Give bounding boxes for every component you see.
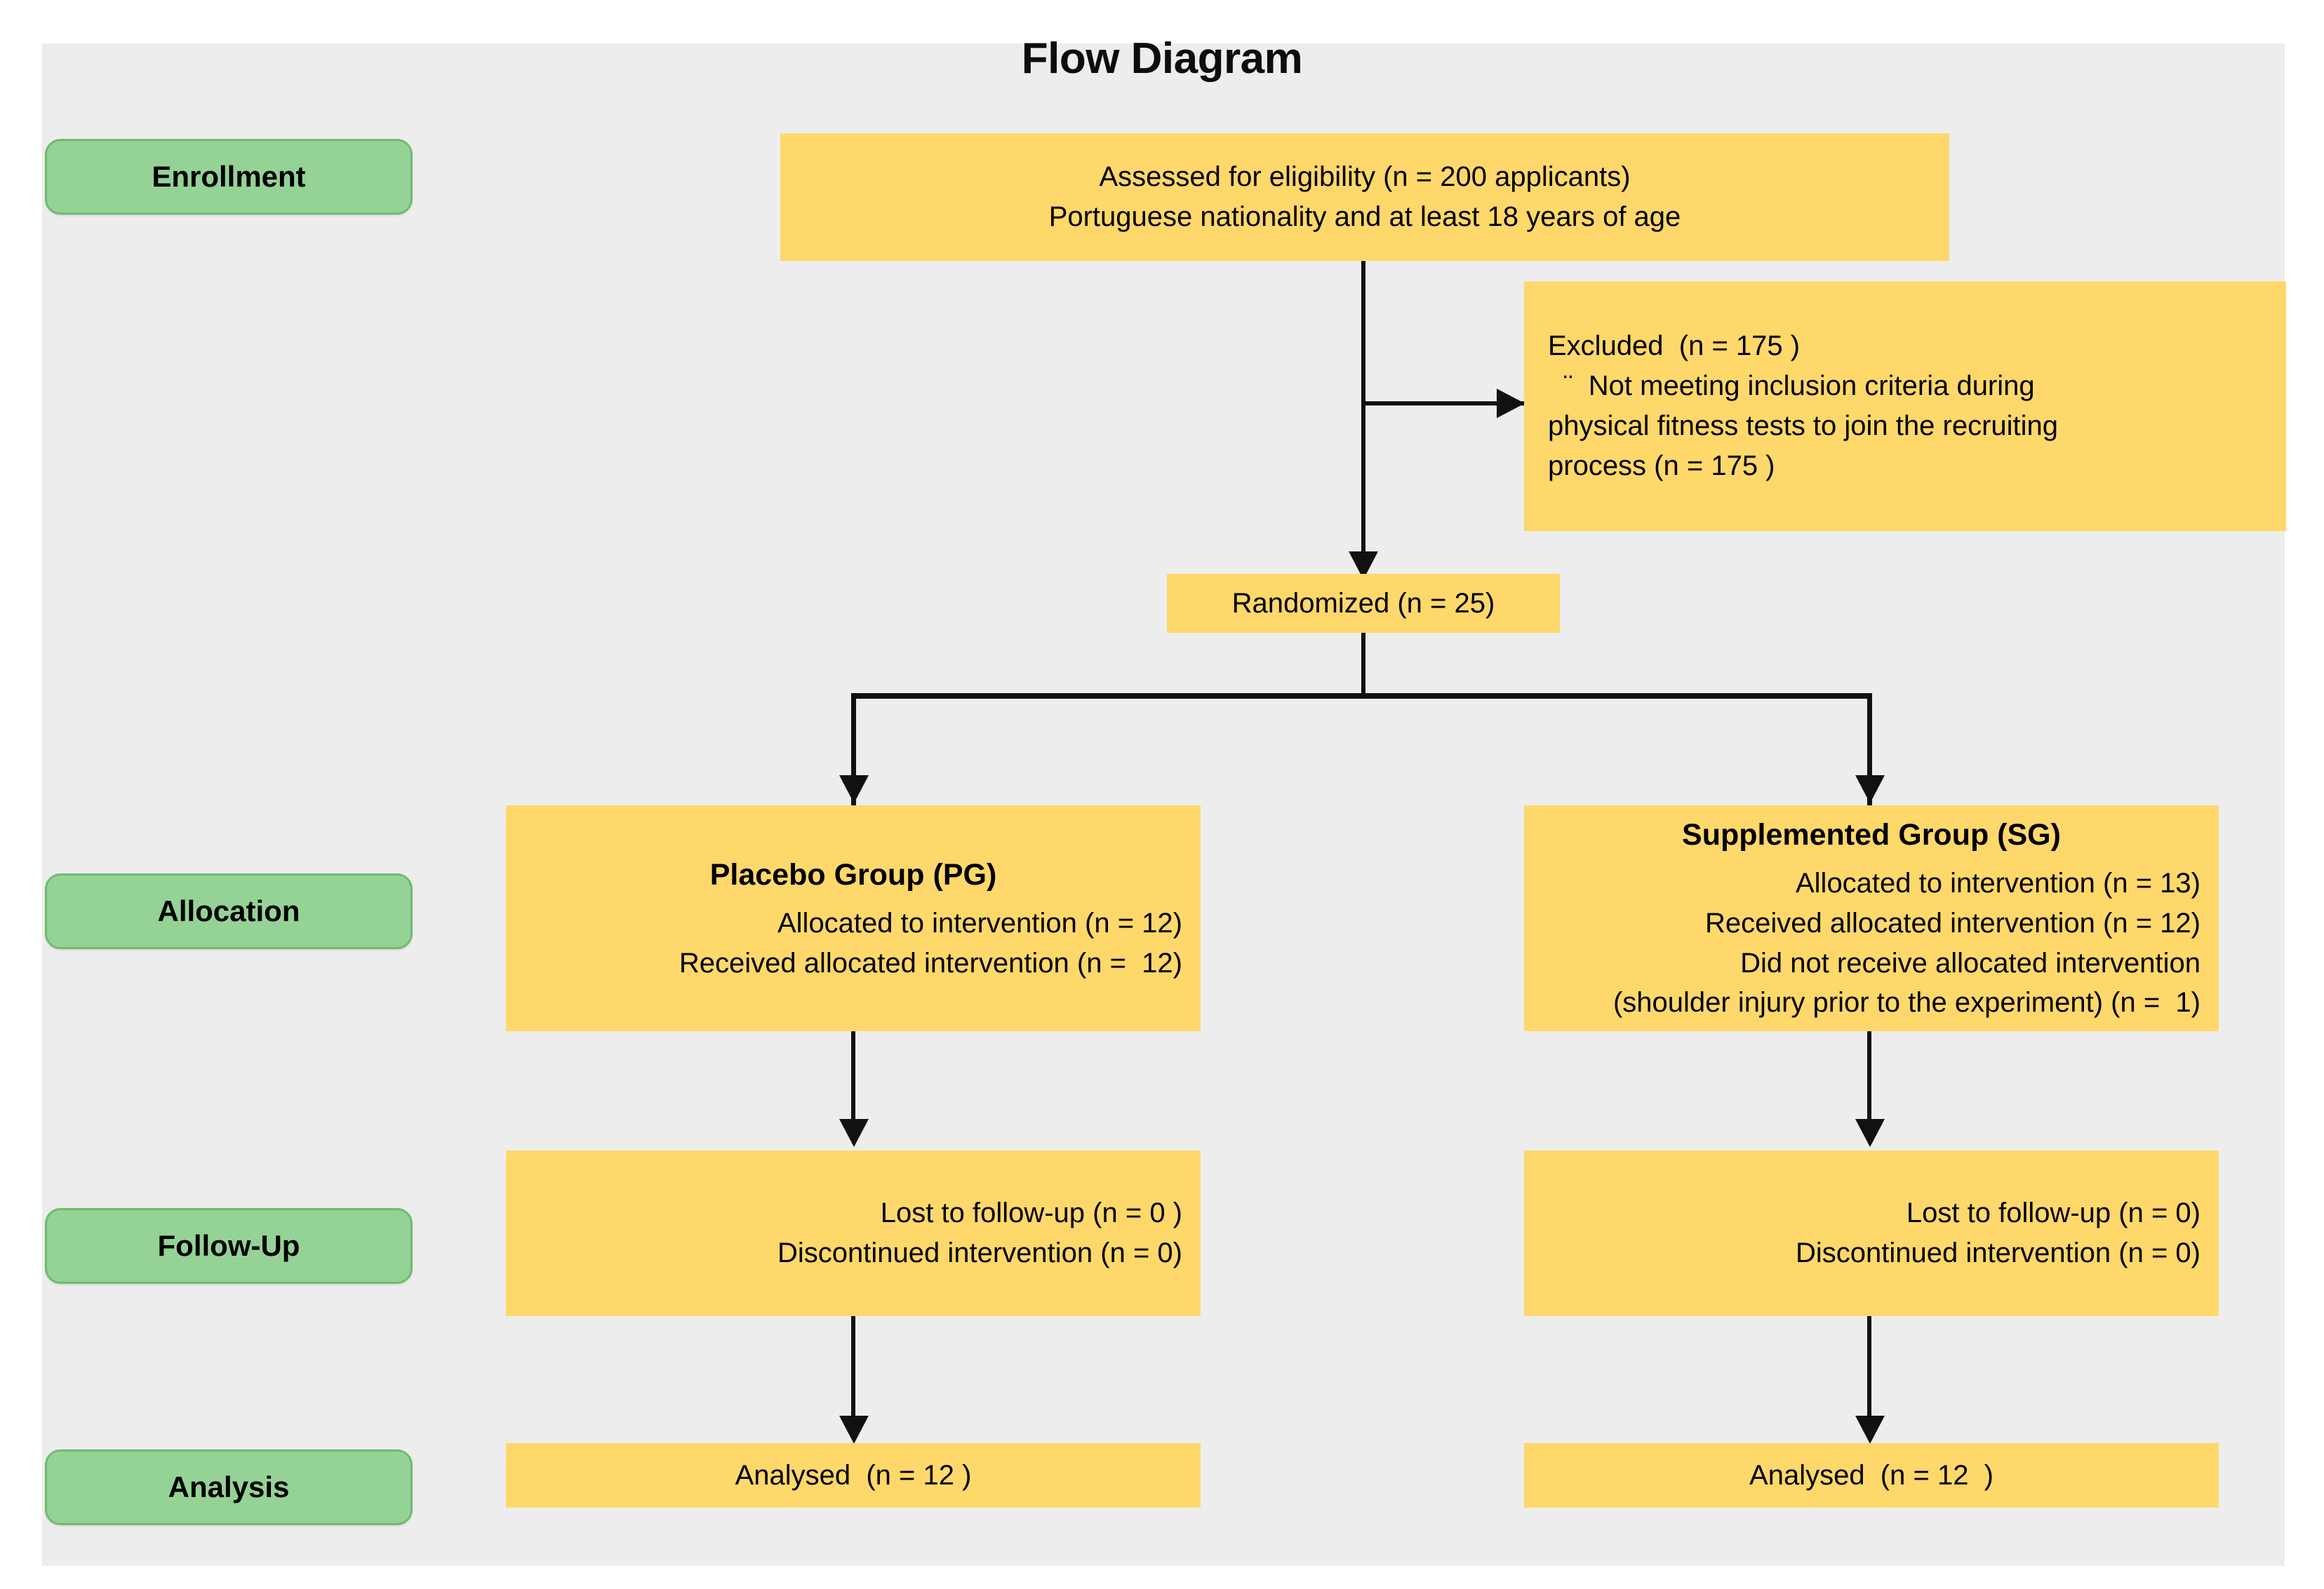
arrow-supp-alloc-to-followup bbox=[1855, 1119, 1885, 1147]
box-line: Allocated to intervention (n = 13) bbox=[1795, 867, 2201, 899]
box-line: Assessed for eligibility (n = 200 applic… bbox=[1099, 161, 1631, 193]
connector-excluded-branch bbox=[1363, 401, 1526, 405]
connector-left-branch bbox=[851, 693, 856, 805]
connector-placebo-alloc-to-followup bbox=[851, 1031, 855, 1122]
box-randomized: Randomized (n = 25) bbox=[1167, 574, 1560, 633]
connector-split-horizontal bbox=[851, 693, 1872, 699]
connector-randomized-down bbox=[1361, 633, 1365, 696]
box-supplemented-followup: Lost to follow-up (n = 0) Discontinued i… bbox=[1524, 1151, 2219, 1316]
arrow-placebo-followup-to-analysis bbox=[839, 1416, 869, 1444]
box-line: Did not receive allocated intervention bbox=[1740, 947, 2201, 979]
box-assessed-for-eligibility: Assessed for eligibility (n = 200 applic… bbox=[780, 133, 1949, 261]
arrow-to-placebo-group bbox=[839, 775, 869, 803]
box-line: Lost to follow-up (n = 0) bbox=[1906, 1198, 2201, 1229]
box-supplemented-analysis: Analysed (n = 12 ) bbox=[1524, 1443, 2219, 1508]
box-line: Received allocated intervention (n = 12) bbox=[1705, 907, 2201, 939]
page-title: Flow Diagram bbox=[1021, 34, 1303, 83]
box-line: Discontinued intervention (n = 0) bbox=[777, 1238, 1182, 1268]
box-line: Excluded (n = 175 ) bbox=[1548, 330, 1801, 362]
connector-supp-followup-to-analysis bbox=[1867, 1315, 1871, 1419]
box-line: ¨ Not meeting inclusion criteria during bbox=[1548, 370, 2035, 402]
arrow-placebo-alloc-to-followup bbox=[839, 1119, 869, 1147]
connector-assessed-spine bbox=[1361, 260, 1365, 555]
box-line: (shoulder injury prior to the experiment… bbox=[1612, 987, 2201, 1019]
stage-label-allocation: Allocation bbox=[45, 873, 413, 949]
box-line: Allocated to intervention (n = 12) bbox=[777, 907, 1182, 939]
box-line: Analysed (n = 12 ) bbox=[1749, 1459, 1994, 1491]
stage-label-analysis: Analysis bbox=[45, 1449, 413, 1525]
box-line: Received allocated intervention (n = 12) bbox=[679, 947, 1182, 979]
arrow-to-supplemented-group bbox=[1855, 775, 1885, 803]
box-header: Supplemented Group (SG) bbox=[1682, 817, 2061, 852]
box-placebo-group-allocation: Placebo Group (PG) Allocated to interven… bbox=[506, 805, 1201, 1031]
arrow-supp-followup-to-analysis bbox=[1855, 1416, 1885, 1444]
box-line: Discontinued intervention (n = 0) bbox=[1796, 1238, 2201, 1268]
box-placebo-followup: Lost to follow-up (n = 0 ) Discontinued … bbox=[506, 1151, 1201, 1316]
box-excluded: Excluded (n = 175 ) ¨ Not meeting inclus… bbox=[1524, 281, 2286, 531]
connector-supp-alloc-to-followup bbox=[1867, 1031, 1871, 1122]
box-line: Randomized (n = 25) bbox=[1231, 587, 1495, 619]
box-line: Portuguese nationality and at least 18 y… bbox=[1048, 201, 1681, 232]
stage-label-enrollment: Enrollment bbox=[45, 139, 413, 215]
box-line: process (n = 175 ) bbox=[1548, 450, 1775, 481]
arrow-to-excluded bbox=[1497, 389, 1525, 418]
box-line: physical fitness tests to join the recru… bbox=[1548, 410, 2059, 441]
box-placebo-analysis: Analysed (n = 12 ) bbox=[506, 1443, 1201, 1508]
connector-placebo-followup-to-analysis bbox=[851, 1315, 855, 1419]
box-supplemented-group-allocation: Supplemented Group (SG) Allocated to int… bbox=[1524, 805, 2219, 1031]
stage-label-followup: Follow-Up bbox=[45, 1208, 413, 1284]
box-line: Lost to follow-up (n = 0 ) bbox=[880, 1198, 1182, 1229]
box-header: Placebo Group (PG) bbox=[709, 857, 997, 892]
connector-right-branch bbox=[1867, 693, 1872, 805]
box-line: Analysed (n = 12 ) bbox=[735, 1459, 972, 1491]
diagram-panel bbox=[42, 43, 2285, 1566]
